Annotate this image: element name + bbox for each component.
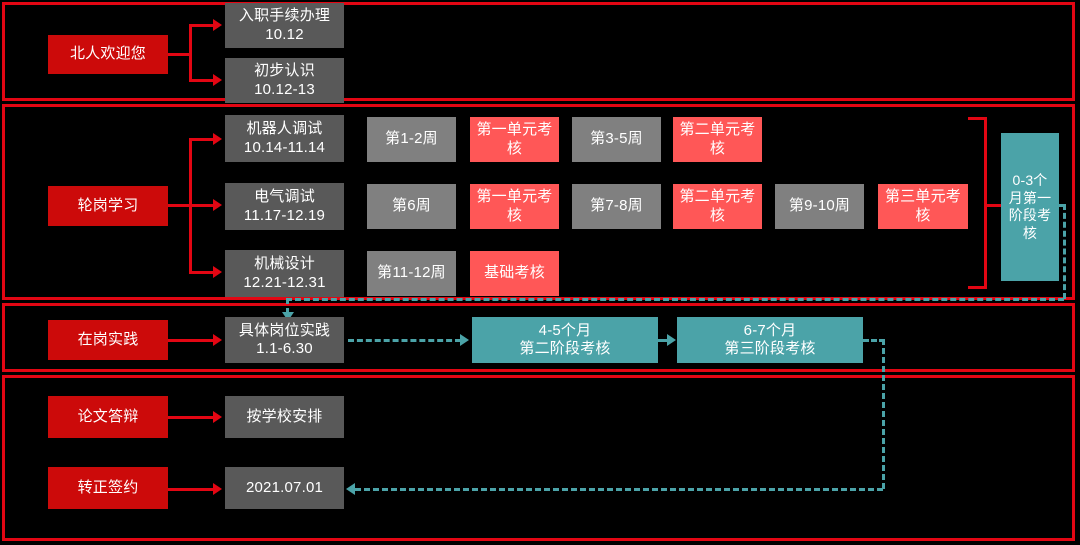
section-frame-closing <box>2 375 1075 541</box>
flow-practice-to-phase2 <box>348 339 461 342</box>
flow-phase2-to-phase3 <box>658 339 669 342</box>
step-exam-r1s4[interactable]: 第二单元考核 <box>673 117 762 162</box>
step-week-r2s5[interactable]: 第9-10周 <box>775 184 864 229</box>
connector-on-the-job-stem <box>168 339 215 342</box>
step-exam-r2s2[interactable]: 第一单元考核 <box>470 184 559 229</box>
stage-on-the-job[interactable]: 在岗实践 <box>48 320 168 360</box>
connector-rotation-arrow-2 <box>213 199 222 211</box>
flow-phase3-left <box>355 488 883 491</box>
step-exam-r1s2[interactable]: 第一单元考核 <box>470 117 559 162</box>
connector-on-the-job-arrow <box>213 334 222 346</box>
stage-onboarding[interactable]: 北人欢迎您 <box>48 35 168 74</box>
stage-full-time-contract[interactable]: 转正签约 <box>48 467 168 509</box>
connector-onboarding-branch-1 <box>189 24 215 27</box>
step-exam-r2s6[interactable]: 第三单元考核 <box>878 184 968 229</box>
connector-rotation-branch-1 <box>189 138 215 141</box>
phase-gate-6-7-months[interactable]: 6-7个月 第三阶段考核 <box>677 317 863 363</box>
feedback-gate-arrow <box>282 312 294 321</box>
connector-rotation-branch-2 <box>189 204 215 207</box>
task-contract-date[interactable]: 2021.07.01 <box>225 467 344 509</box>
flow-practice-to-phase2-arrow <box>460 334 469 346</box>
connector-rotation-gather-top <box>968 117 987 120</box>
phase-gate-4-5-months[interactable]: 4-5个月 第二阶段考核 <box>472 317 658 363</box>
step-week-r3s1[interactable]: 第11-12周 <box>367 251 456 296</box>
flow-phase2-to-phase3-arrow <box>667 334 676 346</box>
task-rotation-robot-debug[interactable]: 机器人调试 10.14-11.14 <box>225 115 344 162</box>
flow-phase3-down <box>882 339 885 489</box>
feedback-gate-drop <box>286 298 289 314</box>
stage-rotation[interactable]: 轮岗学习 <box>48 186 168 226</box>
section-frame-on-the-job <box>2 303 1075 372</box>
step-week-r2s1[interactable]: 第6周 <box>367 184 456 229</box>
task-onboarding-paperwork[interactable]: 入职手续办理 10.12 <box>225 3 344 48</box>
step-week-r2s3[interactable]: 第7-8周 <box>572 184 661 229</box>
flow-phase3-arrow <box>346 483 355 495</box>
connector-thesis-arrow <box>213 411 222 423</box>
section-frame-onboarding <box>2 2 1075 101</box>
task-thesis-schedule[interactable]: 按学校安排 <box>225 396 344 438</box>
connector-rotation-gather-bottom <box>968 286 987 289</box>
connector-onboarding-arrow-1 <box>213 19 222 31</box>
task-onboarding-orientation[interactable]: 初步认识 10.12-13 <box>225 58 344 103</box>
connector-rotation-gather-spine <box>984 117 987 289</box>
connector-rotation-branch-3 <box>189 271 215 274</box>
connector-onboarding-spine <box>189 24 192 82</box>
stage-thesis-defense[interactable]: 论文答辩 <box>48 396 168 438</box>
feedback-gate-exit <box>1059 204 1065 207</box>
connector-onboarding-stem <box>168 53 192 56</box>
task-rotation-mechanical-design[interactable]: 机械设计 12.21-12.31 <box>225 250 344 297</box>
connector-rotation-stem <box>168 204 192 207</box>
feedback-gate-left <box>286 298 1064 301</box>
step-exam-r3s2[interactable]: 基础考核 <box>470 251 559 296</box>
connector-contract-stem <box>168 488 215 491</box>
step-week-r1s3[interactable]: 第3-5周 <box>572 117 661 162</box>
phase-gate-0-3-months[interactable]: 0-3个月第一阶段考核 <box>1001 133 1059 281</box>
task-on-the-job-practice[interactable]: 具体岗位实践 1.1-6.30 <box>225 317 344 363</box>
flow-phase3-exit <box>863 339 885 342</box>
connector-rotation-arrow-3 <box>213 266 222 278</box>
task-rotation-electrical-debug[interactable]: 电气调试 11.17-12.19 <box>225 183 344 230</box>
feedback-gate-down <box>1063 204 1066 299</box>
connector-thesis-stem <box>168 416 215 419</box>
connector-onboarding-branch-2 <box>189 79 215 82</box>
connector-contract-arrow <box>213 483 222 495</box>
connector-onboarding-arrow-2 <box>213 74 222 86</box>
connector-rotation-gather-stem <box>984 204 1002 207</box>
connector-rotation-arrow-1 <box>213 133 222 145</box>
step-week-r1s1[interactable]: 第1-2周 <box>367 117 456 162</box>
step-exam-r2s4[interactable]: 第二单元考核 <box>673 184 762 229</box>
